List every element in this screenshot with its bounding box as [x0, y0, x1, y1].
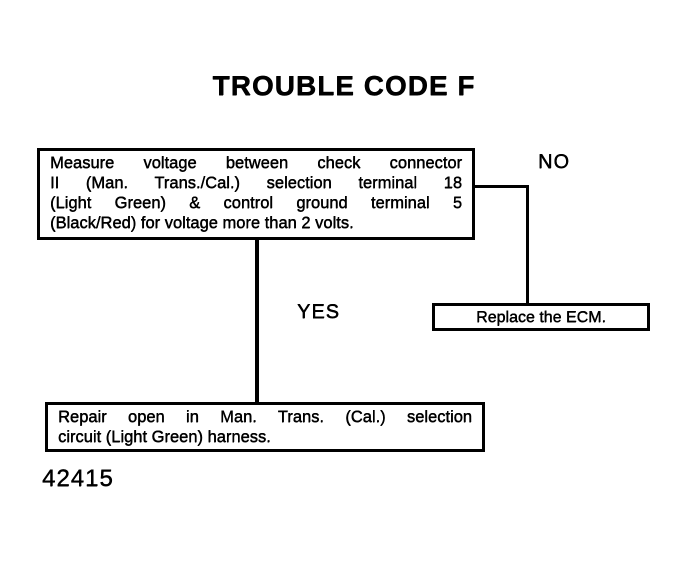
decision-box-line-3: (Light Green) & control ground terminal …: [50, 194, 462, 212]
connector-yes-vertical: [255, 239, 259, 404]
decision-box-line-4: (Black/Red) for voltage more than 2 volt…: [50, 214, 354, 232]
decision-box-measure-voltage: Measure voltage between check connector …: [37, 148, 475, 240]
branch-label-yes: YES: [297, 301, 341, 323]
figure-number: 42415: [42, 465, 114, 492]
decision-box-line-2: II (Man. Trans./Cal.) selection terminal…: [50, 174, 462, 192]
branch-label-no: NO: [538, 151, 570, 173]
result-box-repair-harness: Repair open in Man. Trans. (Cal.) select…: [45, 402, 485, 452]
decision-box-line-1: Measure voltage between check connector: [50, 154, 462, 172]
page-title: TROUBLE CODE F: [212, 70, 476, 101]
repair-box-line-2: circuit (Light Green) harness.: [58, 428, 271, 446]
connector-no-vertical: [526, 185, 529, 306]
connector-no-horizontal: [474, 185, 529, 188]
result-box-replace-ecm-text: Replace the ECM.: [476, 309, 606, 326]
repair-box-line-1: Repair open in Man. Trans. (Cal.) select…: [58, 408, 472, 426]
result-box-replace-ecm: Replace the ECM.: [432, 303, 650, 331]
